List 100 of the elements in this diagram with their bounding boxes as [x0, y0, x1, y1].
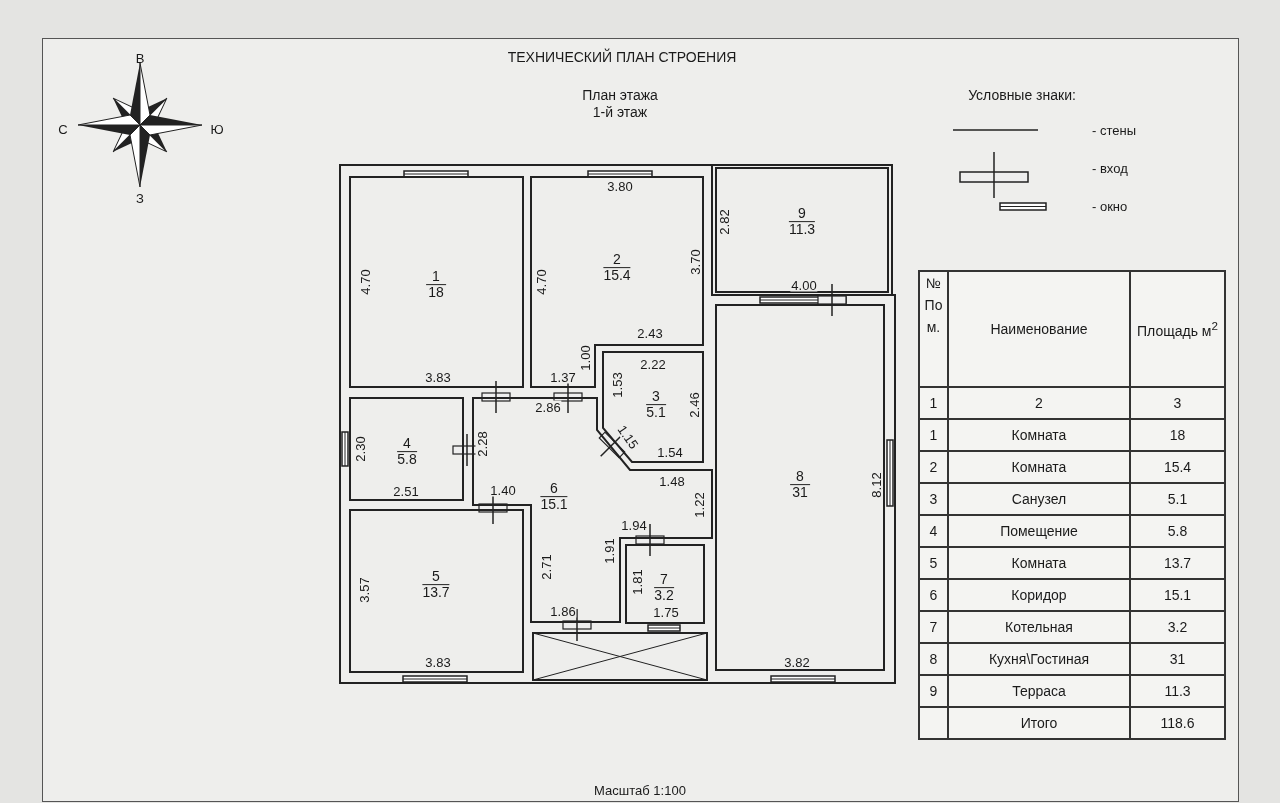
table-cell: 6: [919, 579, 948, 611]
room-outline: [350, 177, 523, 387]
dimension-value: 2.51: [392, 484, 420, 498]
dimension-value: 2.22: [639, 357, 667, 371]
table-cell: 3.2: [1130, 611, 1225, 643]
room-number: 1: [426, 269, 446, 286]
table-cell: 5.1: [1130, 483, 1225, 515]
dimension-value: 4.00: [790, 278, 818, 292]
room-number: 6: [540, 481, 568, 498]
dimension-value: 1.75: [652, 605, 680, 619]
dimension-value: 2.43: [636, 326, 664, 340]
room-area-value: 5.8: [397, 452, 417, 468]
dimension-value: 1.86: [549, 604, 577, 618]
dimension-value: 1.48: [658, 474, 686, 488]
dimension-value: 1.37: [549, 370, 577, 384]
table-cell: 1: [919, 387, 948, 419]
table-cell: Терраса: [948, 675, 1130, 707]
dimension-value: 3.83: [424, 655, 452, 669]
room-outline: [350, 510, 523, 672]
room-area-value: 3.2: [654, 588, 674, 604]
table-cell: Санузел: [948, 483, 1130, 515]
compass-letter: С: [58, 122, 68, 136]
table-cell: 5.8: [1130, 515, 1225, 547]
room-number: 7: [654, 572, 674, 589]
room-area-value: 13.7: [422, 585, 450, 601]
dimension-value: 3.70: [688, 248, 702, 276]
room-number: 3: [646, 389, 666, 406]
floor-heading: 1-й этаж: [592, 105, 648, 119]
table-cell: Котельная: [948, 611, 1130, 643]
table-cell: Наименование: [948, 271, 1130, 387]
room-area-value: 18: [427, 285, 445, 301]
compass-letter: В: [135, 51, 145, 65]
dimension-value: 1.53: [610, 371, 624, 399]
table-cell: 18: [1130, 419, 1225, 451]
room-outline: [626, 545, 704, 623]
table-cell: Кухня\Гостиная: [948, 643, 1130, 675]
dimension-value: 2.30: [353, 435, 367, 463]
dimension-value: 2.46: [687, 391, 701, 419]
table-cell: 15.1: [1130, 579, 1225, 611]
room-area-value: 15.4: [603, 268, 631, 284]
table-cell: 3: [919, 483, 948, 515]
dimension-value: 1.54: [656, 445, 684, 459]
table-cell: 13.7: [1130, 547, 1225, 579]
room-number: 9: [788, 206, 816, 223]
room-outline: [603, 352, 703, 462]
room-outline: [350, 398, 463, 500]
table-cell: Комната: [948, 451, 1130, 483]
legend-text: - стены: [1092, 123, 1136, 137]
dimension-value: 4.70: [534, 268, 548, 296]
dimension-value: 2.28: [475, 430, 489, 458]
scale-note: Масштаб 1:100: [594, 783, 686, 797]
room-area-value: 11.3: [788, 222, 816, 238]
dimension-value: 1.00: [578, 344, 592, 372]
room-number: 2: [603, 252, 631, 269]
table-cell: 15.4: [1130, 451, 1225, 483]
table-cell: 2: [948, 387, 1130, 419]
table-cell: 3: [1130, 387, 1225, 419]
room-number: 4: [397, 436, 417, 453]
table-cell: 5: [919, 547, 948, 579]
dimension-value: 3.80: [606, 179, 634, 193]
dimension-value: 4.70: [358, 268, 372, 296]
table-cell: 8: [919, 643, 948, 675]
table-cell: 2: [919, 451, 948, 483]
table-cell: 1: [919, 419, 948, 451]
table-cell: Помещение: [948, 515, 1130, 547]
table-cell: 9: [919, 675, 948, 707]
plan-heading: План этажа: [582, 88, 658, 102]
legend-heading: Условные знаки:: [968, 88, 1076, 102]
dimension-value: 1.40: [489, 483, 517, 497]
dimension-value: 1.94: [620, 518, 648, 532]
room-area-value: 31: [791, 485, 809, 501]
legend-text: - вход: [1092, 161, 1128, 175]
table-cell: Площадь м$^{2}$: [1130, 271, 1225, 387]
dimension-value: 8.12: [869, 471, 883, 499]
dimension-value: 1.22: [692, 491, 706, 519]
dimension-value: 2.71: [539, 553, 553, 581]
room-area-value: 5.1: [646, 405, 666, 421]
dimension-value: 3.82: [783, 655, 811, 669]
dimension-value: 3.57: [357, 576, 371, 604]
compass-letter: Ю: [210, 122, 224, 136]
table-cell: 31: [1130, 643, 1225, 675]
room-number: 5: [422, 569, 450, 586]
table-cell: № Пом.: [919, 271, 948, 387]
title: ТЕХНИЧЕСКИЙ ПЛАН СТРОЕНИЯ: [507, 50, 737, 64]
table-cell: 118.6: [1130, 707, 1225, 739]
compass-letter: З: [136, 191, 144, 205]
room-outline: [716, 168, 888, 292]
table-cell: Коридор: [948, 579, 1130, 611]
entrance-porch-box: [533, 633, 707, 680]
table-cell: 11.3: [1130, 675, 1225, 707]
table-cell: 7: [919, 611, 948, 643]
dimension-value: 2.82: [717, 208, 731, 236]
room-outline: [716, 305, 884, 670]
dimension-value: 1.81: [630, 568, 644, 596]
dimension-value: 3.83: [424, 370, 452, 384]
dimension-value: 1.91: [602, 537, 616, 565]
legend-text: - окно: [1092, 199, 1128, 213]
table-cell: Комната: [948, 419, 1130, 451]
table-cell: Комната: [948, 547, 1130, 579]
room-area-value: 15.1: [540, 497, 568, 513]
